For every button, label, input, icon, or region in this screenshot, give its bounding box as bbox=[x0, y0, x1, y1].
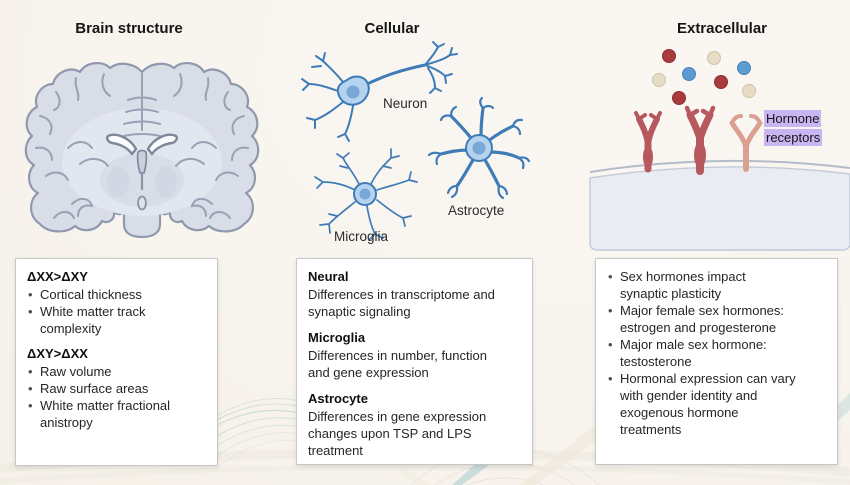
column-title-extracellular: Extracellular bbox=[676, 20, 768, 37]
list-item: Hormonal expression can vary with gender… bbox=[607, 370, 796, 438]
bullet-list: Raw volume Raw surface areas White matte… bbox=[27, 363, 206, 431]
section-heading: ΔXY>ΔXX bbox=[27, 346, 88, 361]
list-item: Cortical thickness bbox=[27, 286, 206, 303]
finding-group: Microglia Differences in number, functio… bbox=[308, 329, 521, 381]
neuron-icon bbox=[301, 41, 458, 142]
column-title-cellular: Cellular bbox=[364, 20, 420, 37]
section-heading: Astrocyte bbox=[308, 391, 368, 406]
neuron-label: Neuron bbox=[383, 96, 428, 111]
astrocyte-label: Astrocyte bbox=[448, 203, 505, 218]
section-heading: ΔXX>ΔXY bbox=[27, 269, 88, 284]
brain-structure-findings-box: ΔXX>ΔXY Cortical thickness White matter … bbox=[15, 258, 218, 466]
finding-group: Astrocyte Differences in gene expression… bbox=[308, 390, 521, 459]
microglia-icon bbox=[314, 148, 418, 241]
list-item: Major male sex hormone: testosterone bbox=[607, 336, 796, 370]
cellular-illustration bbox=[301, 41, 531, 241]
astrocyte-endfeet bbox=[427, 96, 531, 200]
hormone-receptors-label: Hormone receptors bbox=[764, 110, 823, 146]
section-text: Differences in gene expression changes u… bbox=[308, 409, 487, 458]
column-title-brain-structure: Brain structure bbox=[75, 20, 183, 37]
cell-membrane bbox=[589, 159, 850, 251]
bullet-list: Sex hormones impact synaptic plasticity … bbox=[607, 268, 826, 438]
section-heading: Neural bbox=[308, 269, 349, 284]
section-heading: Microglia bbox=[308, 330, 366, 345]
hormone-molecules bbox=[652, 49, 756, 105]
list-item: White matter fractional anistropy bbox=[27, 397, 206, 431]
extracellular-findings-box: Sex hormones impact synaptic plasticity … bbox=[595, 258, 838, 465]
hormone-receptor-open-icon bbox=[729, 114, 763, 172]
brain-coronal-section-illustration bbox=[24, 62, 260, 239]
bullet-list: Cortical thickness White matter track co… bbox=[27, 286, 206, 337]
list-item: Raw volume bbox=[27, 363, 206, 380]
list-item: Major female sex hormones: estrogen and … bbox=[607, 302, 796, 336]
section-text: Differences in number, function and gene… bbox=[308, 348, 487, 380]
finding-group: Neural Differences in transcriptome and … bbox=[308, 268, 521, 320]
section-text: Differences in transcriptome and synapti… bbox=[308, 287, 495, 319]
extracellular-illustration bbox=[589, 49, 850, 251]
list-item: Sex hormones impact synaptic plasticity bbox=[607, 268, 796, 302]
microglia-label: Microglia bbox=[334, 229, 389, 244]
cellular-findings-box: Neural Differences in transcriptome and … bbox=[296, 258, 533, 465]
list-item: White matter track complexity bbox=[27, 303, 206, 337]
list-item: Raw surface areas bbox=[27, 380, 206, 397]
